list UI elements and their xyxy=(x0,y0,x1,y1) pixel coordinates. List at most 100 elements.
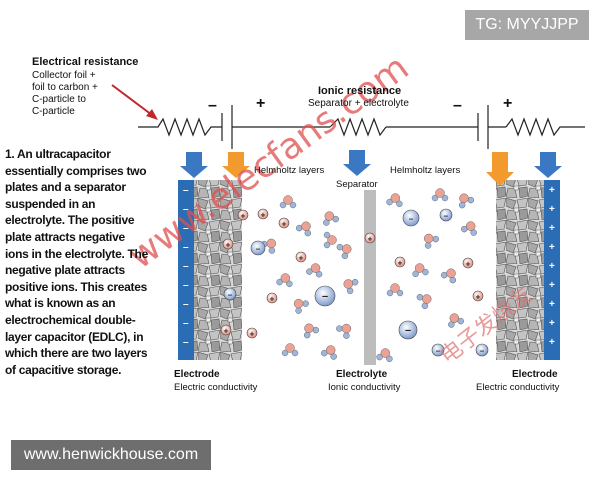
left-plate-minus: – xyxy=(183,204,189,215)
right-carbon-electrode xyxy=(496,180,544,360)
svg-text:–: – xyxy=(405,325,411,337)
svg-text:–: – xyxy=(444,212,449,221)
electrode-left-sub: Electric conductivity xyxy=(174,382,258,393)
left-plate-minus: – xyxy=(183,185,189,196)
svg-text:–: – xyxy=(436,347,441,356)
svg-text:+: + xyxy=(368,235,373,244)
electrolyte-title: Electrolyte xyxy=(336,369,388,380)
solvent-molecule xyxy=(323,211,339,226)
solvent-molecule xyxy=(448,313,464,328)
left-plate-minus: – xyxy=(183,261,189,272)
right-collector-plate xyxy=(544,180,560,360)
solvent-molecule xyxy=(458,193,475,209)
solvent-molecule xyxy=(440,268,457,284)
solvent-molecule xyxy=(343,278,359,295)
left-plate-minus: – xyxy=(183,280,189,291)
electrical-line-4: C-particle xyxy=(32,106,75,117)
separator-label: Separator xyxy=(336,179,378,190)
negative-ion: – xyxy=(223,287,237,301)
corner-tag: TG: MYYJJPP xyxy=(465,10,589,40)
electrical-line-1: Collector foil + xyxy=(32,70,96,81)
electrode-right-sub: Electric conductivity xyxy=(476,382,560,393)
solvent-molecule xyxy=(293,298,309,314)
solvent-molecule xyxy=(276,273,293,288)
positive-ion: + xyxy=(462,257,474,269)
left-plate-minus: – xyxy=(183,223,189,234)
positive-ion: + xyxy=(364,232,376,244)
svg-text:+: + xyxy=(466,260,471,269)
solvent-molecule xyxy=(306,263,323,278)
positive-ion: + xyxy=(278,217,290,229)
blue-arrow-1 xyxy=(180,152,208,178)
right-plate-plus: + xyxy=(549,204,555,215)
ion-layer: ––––––––++++++++++++ xyxy=(220,188,489,363)
electrical-resistance-title: Electrical resistance xyxy=(32,56,139,68)
negative-ion: – xyxy=(475,343,489,357)
svg-text:–: – xyxy=(409,215,414,224)
svg-text:+: + xyxy=(282,220,287,229)
sign-plus-1: + xyxy=(256,95,266,112)
blue-arrow-3 xyxy=(534,152,562,178)
svg-text:+: + xyxy=(398,259,403,268)
negative-ion: – xyxy=(314,285,336,307)
right-resistor xyxy=(505,117,585,137)
solvent-molecule xyxy=(279,195,297,209)
solvent-molecule xyxy=(336,243,352,260)
positive-ion: + xyxy=(257,208,269,220)
positive-ion: + xyxy=(394,256,406,268)
solvent-molecule xyxy=(386,283,404,297)
electrical-resistor xyxy=(138,117,222,137)
helmholtz-right-label: Helmholtz layers xyxy=(390,165,461,176)
positive-ion: + xyxy=(237,209,249,221)
solvent-molecule xyxy=(376,348,393,363)
electrolyte-sub: Ionic conductivity xyxy=(328,382,401,393)
right-plate-plus: + xyxy=(549,280,555,291)
electrode-left-title: Electrode xyxy=(174,369,220,380)
right-plate-plus: + xyxy=(549,223,555,234)
svg-text:–: – xyxy=(228,291,233,300)
svg-text:+: + xyxy=(476,293,481,302)
sign-plus-2: + xyxy=(503,95,513,112)
positive-ion: + xyxy=(266,292,278,304)
pointer-arrow-line xyxy=(111,84,153,116)
ionic-resistance-subtitle: Separator + electrolyte xyxy=(308,98,409,109)
right-plate-plus: + xyxy=(549,299,555,310)
negative-ion: – xyxy=(439,208,453,222)
svg-text:+: + xyxy=(226,241,231,250)
ionic-resistance-title: Ionic resistance xyxy=(318,85,402,97)
right-plate-plus: + xyxy=(549,261,555,272)
ionic-resistor xyxy=(329,117,387,137)
positive-ion: + xyxy=(220,324,232,336)
solvent-molecule xyxy=(424,233,439,249)
right-plate-plus: + xyxy=(549,185,555,196)
svg-text:+: + xyxy=(299,254,304,263)
positive-ion: + xyxy=(222,238,234,250)
svg-text:+: + xyxy=(224,327,229,336)
left-carbon-electrode xyxy=(194,180,242,360)
sign-minus-2: – xyxy=(453,97,462,114)
left-plate-minus: – xyxy=(183,242,189,253)
solvent-molecule xyxy=(303,323,320,339)
svg-text:+: + xyxy=(261,211,266,220)
blue-arrow-2 xyxy=(343,150,371,176)
electrical-line-3: C-particle to xyxy=(32,94,86,105)
svg-text:–: – xyxy=(322,291,328,303)
right-plate-plus: + xyxy=(549,242,555,253)
positive-ion: + xyxy=(472,290,484,302)
svg-text:–: – xyxy=(480,347,485,356)
solvent-molecule xyxy=(461,221,477,236)
helmholtz-left-label: Helmholtz layers xyxy=(254,165,325,176)
solvent-molecule xyxy=(336,323,352,339)
left-collector-plate xyxy=(178,180,194,360)
footer-site-badge: www.henwickhouse.com xyxy=(11,440,211,470)
solvent-molecule xyxy=(412,263,429,278)
solvent-molecule xyxy=(321,345,337,360)
electrical-line-2: foil to carbon + xyxy=(32,82,98,93)
left-plate-minus: – xyxy=(183,318,189,329)
sign-minus-1: – xyxy=(208,97,217,114)
orange-arrow-2 xyxy=(486,152,514,186)
solvent-molecule xyxy=(295,221,312,237)
negative-ion: – xyxy=(402,209,420,227)
positive-ion: + xyxy=(295,251,307,263)
svg-text:+: + xyxy=(250,330,255,339)
